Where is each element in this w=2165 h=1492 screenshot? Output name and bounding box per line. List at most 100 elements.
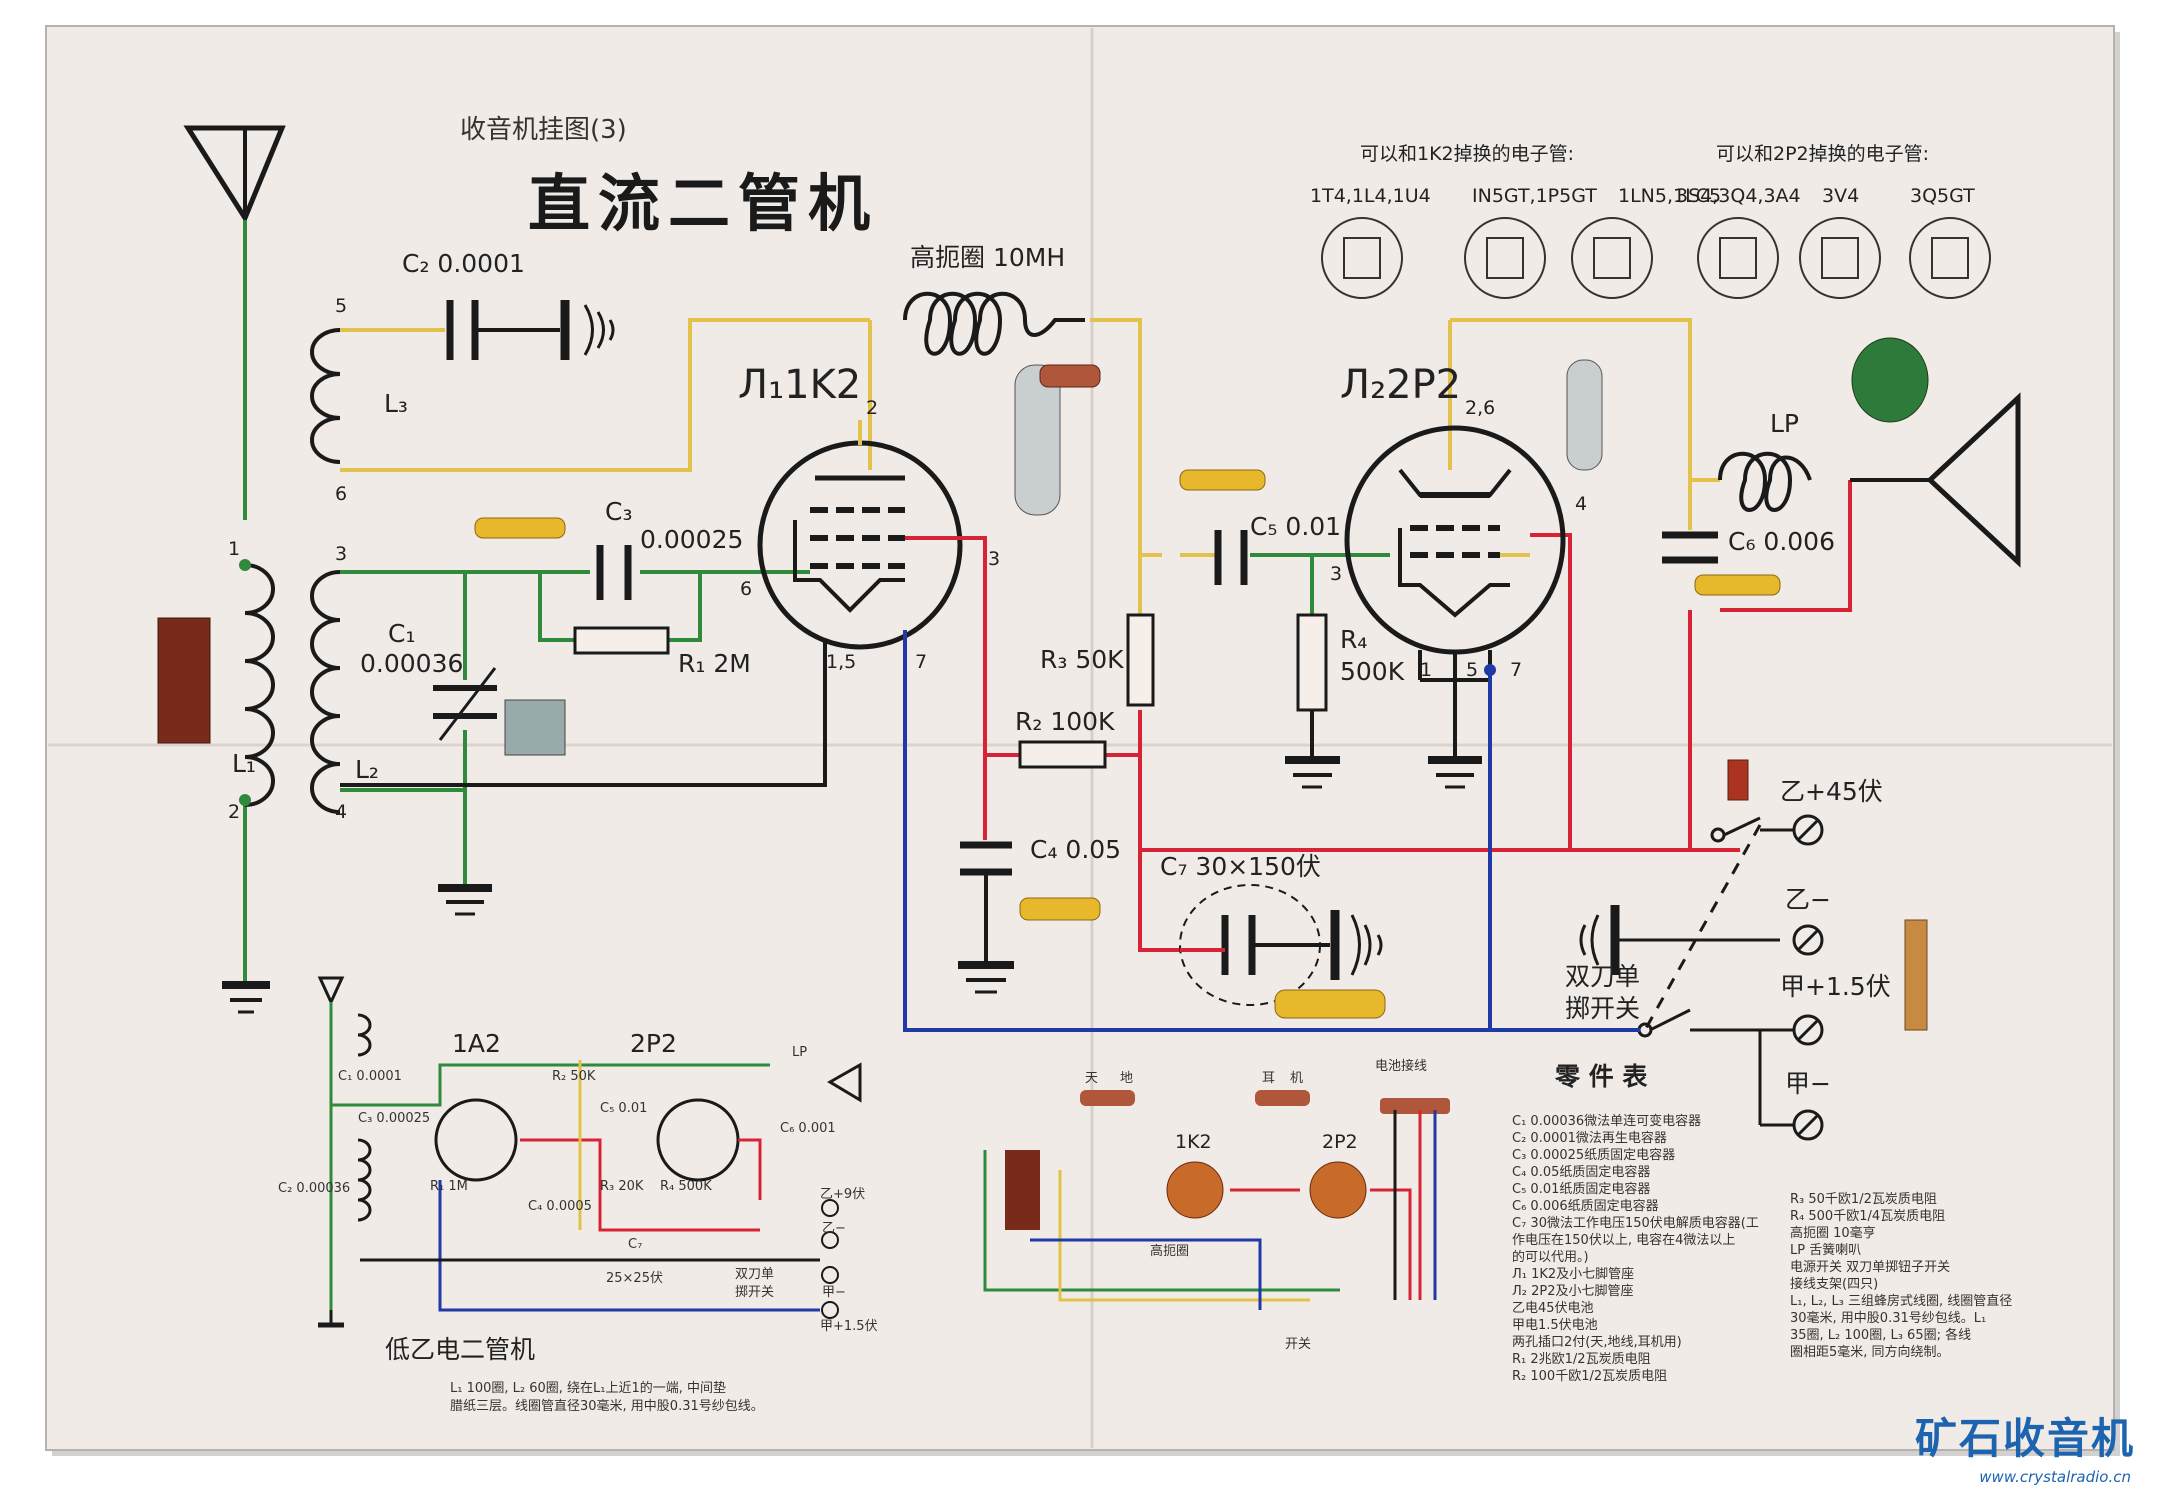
svg-text:R₁ 2M: R₁ 2M: [678, 649, 751, 678]
svg-text:2,6: 2,6: [1465, 397, 1495, 419]
parts-list-line: 电源开关 双刀单掷钮子开关: [1790, 1260, 1950, 1275]
capacitor-c4-icon: [958, 841, 1014, 994]
svg-text:2: 2: [866, 397, 878, 419]
paper: [45, 25, 2115, 1451]
variable-capacitor-c1-icon: [433, 667, 497, 741]
svg-text:C₇ 30×150伏: C₇ 30×150伏: [1160, 852, 1321, 881]
tube-base-icon: [1909, 217, 1991, 299]
svg-text:C₁: C₁: [388, 619, 415, 648]
svg-text:3: 3: [335, 543, 347, 565]
svg-text:低乙电二管机: 低乙电二管机: [385, 1335, 535, 1364]
parts-list-line: C₄ 0.05纸质固定电容器: [1512, 1164, 1650, 1180]
parts-list-line: C₆ 0.006纸质固定电容器: [1512, 1198, 1659, 1214]
svg-text:LP: LP: [792, 1045, 807, 1060]
svg-text:甲−: 甲−: [822, 1285, 846, 1300]
svg-text:R₁ 1M: R₁ 1M: [430, 1179, 468, 1194]
parts-list-line: 的可以代用。): [1512, 1249, 1589, 1265]
tube-1k2-icon: [757, 440, 963, 650]
svg-text:C₂ 0.0001: C₂ 0.0001: [402, 249, 525, 278]
svg-text:7: 7: [1510, 659, 1522, 681]
svg-text:R₄ 500K: R₄ 500K: [660, 1179, 712, 1194]
parts-list-line: 两孔插口2付(天,地线,耳机用): [1512, 1335, 1682, 1350]
variable-cap-photo-icon: [504, 699, 566, 756]
parts-list-line: Л₁ 1K2及小七脚管座: [1512, 1266, 1634, 1282]
svg-text:0.00025: 0.00025: [640, 525, 743, 554]
svg-text:1: 1: [1420, 659, 1432, 681]
coil-l1-icon: [244, 563, 275, 807]
hf-choke-icon: [903, 291, 1085, 356]
subs-right-model-1: 3S4,3Q4,3A4: [1676, 185, 1801, 207]
tube-2p2-icon: [1344, 425, 1566, 655]
svg-text:6: 6: [740, 578, 752, 600]
svg-text:C₅ 0.01: C₅ 0.01: [600, 1101, 647, 1116]
svg-text:机: 机: [1290, 1071, 1303, 1086]
svg-text:LP: LP: [1770, 409, 1799, 438]
a-plus-label: 甲+1.5伏: [1780, 972, 1891, 1001]
tube-base-icon: [1571, 217, 1653, 299]
svg-text:地: 地: [1120, 1071, 1133, 1086]
svg-text:乙+9伏: 乙+9伏: [820, 1187, 865, 1202]
svg-text:0.00036: 0.00036: [360, 649, 463, 678]
coil-l3-icon: [310, 328, 341, 464]
parts-list-line: 30毫米, 用中股0.31号纱包线。L₁: [1790, 1310, 1986, 1326]
tube-substitutes: 可以和1K2掉换的电子管: 1T4,1L4,1U4 IN5GT,1P5GT 1L…: [1310, 143, 1991, 299]
svg-text:1,5: 1,5: [826, 651, 856, 673]
series-label: 收音机挂图(3): [460, 115, 627, 145]
vacuum-tube-photo-icon: [1566, 359, 1603, 471]
svg-text:L₁ 100圈, L₂ 60圈, 绕在L₁上近1的一端, 中: L₁ 100圈, L₂ 60圈, 绕在L₁上近1的一端, 中间垫: [450, 1380, 726, 1396]
parts-list-line: 接线支架(四只): [1790, 1276, 1878, 1292]
svg-text:1: 1: [228, 538, 240, 560]
coil-l2-icon: [310, 570, 341, 814]
tube2-label: Л₂2P2: [1340, 362, 1461, 408]
svg-text:双刀单: 双刀单: [735, 1267, 774, 1282]
l2-label: L₂: [355, 755, 379, 784]
parts-list-line: C₁ 0.00036微法单连可变电容器: [1512, 1113, 1701, 1129]
svg-text:高扼圈: 高扼圈: [1150, 1243, 1189, 1259]
resistor-r4-icon: [1296, 613, 1328, 712]
tube-base-icon: [1321, 217, 1403, 299]
svg-text:掷开关: 掷开关: [735, 1285, 774, 1300]
subs-right-model-2: 3V4: [1822, 185, 1859, 207]
capacitor-c3-icon: [596, 545, 632, 600]
svg-text:1K2: 1K2: [1175, 1131, 1212, 1153]
parts-list-line: 35圈, L₂ 100圈, L₃ 65圈; 各线: [1790, 1327, 1971, 1343]
subs-left-model-2: IN5GT,1P5GT: [1472, 185, 1597, 207]
svg-text:C₂ 0.00036: C₂ 0.00036: [278, 1181, 350, 1196]
svg-text:4: 4: [335, 801, 347, 823]
subs-left-heading: 可以和1K2掉换的电子管:: [1360, 143, 1574, 165]
svg-text:乙−: 乙−: [822, 1221, 846, 1236]
svg-text:3: 3: [1330, 563, 1342, 585]
svg-text:甲+1.5伏: 甲+1.5伏: [820, 1319, 878, 1334]
svg-text:天: 天: [1085, 1071, 1098, 1086]
l3-label: L₃: [384, 389, 408, 418]
parts-list-line: R₂ 100千欧1/2瓦炭质电阻: [1512, 1369, 1667, 1384]
speaker-icon: [1850, 392, 2021, 568]
subs-right-model-3: 3Q5GT: [1910, 185, 1975, 207]
parts-list-line: L₁, L₂, L₃ 三组蜂房式线圈, 线圈管直径: [1790, 1293, 2012, 1309]
parts-list-line: 作电压在150伏以上, 电容在4微法以上: [1512, 1232, 1735, 1248]
watermark-brand: 矿石收音机: [1914, 1414, 2135, 1463]
resistor-r3-icon: [1126, 613, 1155, 707]
svg-text:2P2: 2P2: [630, 1029, 677, 1058]
subs-left-model-3: 1LN5,1LC5: [1618, 185, 1721, 207]
svg-text:C₅ 0.01: C₅ 0.01: [1250, 512, 1341, 541]
svg-text:4: 4: [1575, 493, 1587, 515]
parts-list-line: 高扼圈 10毫亨: [1790, 1225, 1876, 1241]
parts-list-line: LP 舌簧喇叭: [1790, 1242, 1861, 1258]
parts-list-line: C₂ 0.0001微法再生电容器: [1512, 1130, 1667, 1146]
svg-text:25×25伏: 25×25伏: [606, 1271, 663, 1286]
parts-list-line: 甲电1.5伏电池: [1512, 1318, 1598, 1333]
svg-text:C₆ 0.006: C₆ 0.006: [1728, 527, 1835, 556]
svg-text:腊纸三层。线圈管直径30毫米, 用中股0.31号纱包线。: 腊纸三层。线圈管直径30毫米, 用中股0.31号纱包线。: [450, 1398, 764, 1414]
ground-icon: [222, 981, 270, 1014]
b-plus-label: 乙+45伏: [1780, 777, 1883, 806]
parts-list-line: C₇ 30微法工作电压150伏电解质电容器(工: [1512, 1215, 1759, 1231]
svg-text:500K: 500K: [1340, 657, 1405, 686]
svg-text:5: 5: [1466, 659, 1478, 681]
svg-text:双刀单: 双刀单: [1565, 962, 1640, 991]
svg-text:C₇: C₇: [628, 1237, 642, 1252]
capacitor-c6-icon: [1662, 531, 1718, 564]
